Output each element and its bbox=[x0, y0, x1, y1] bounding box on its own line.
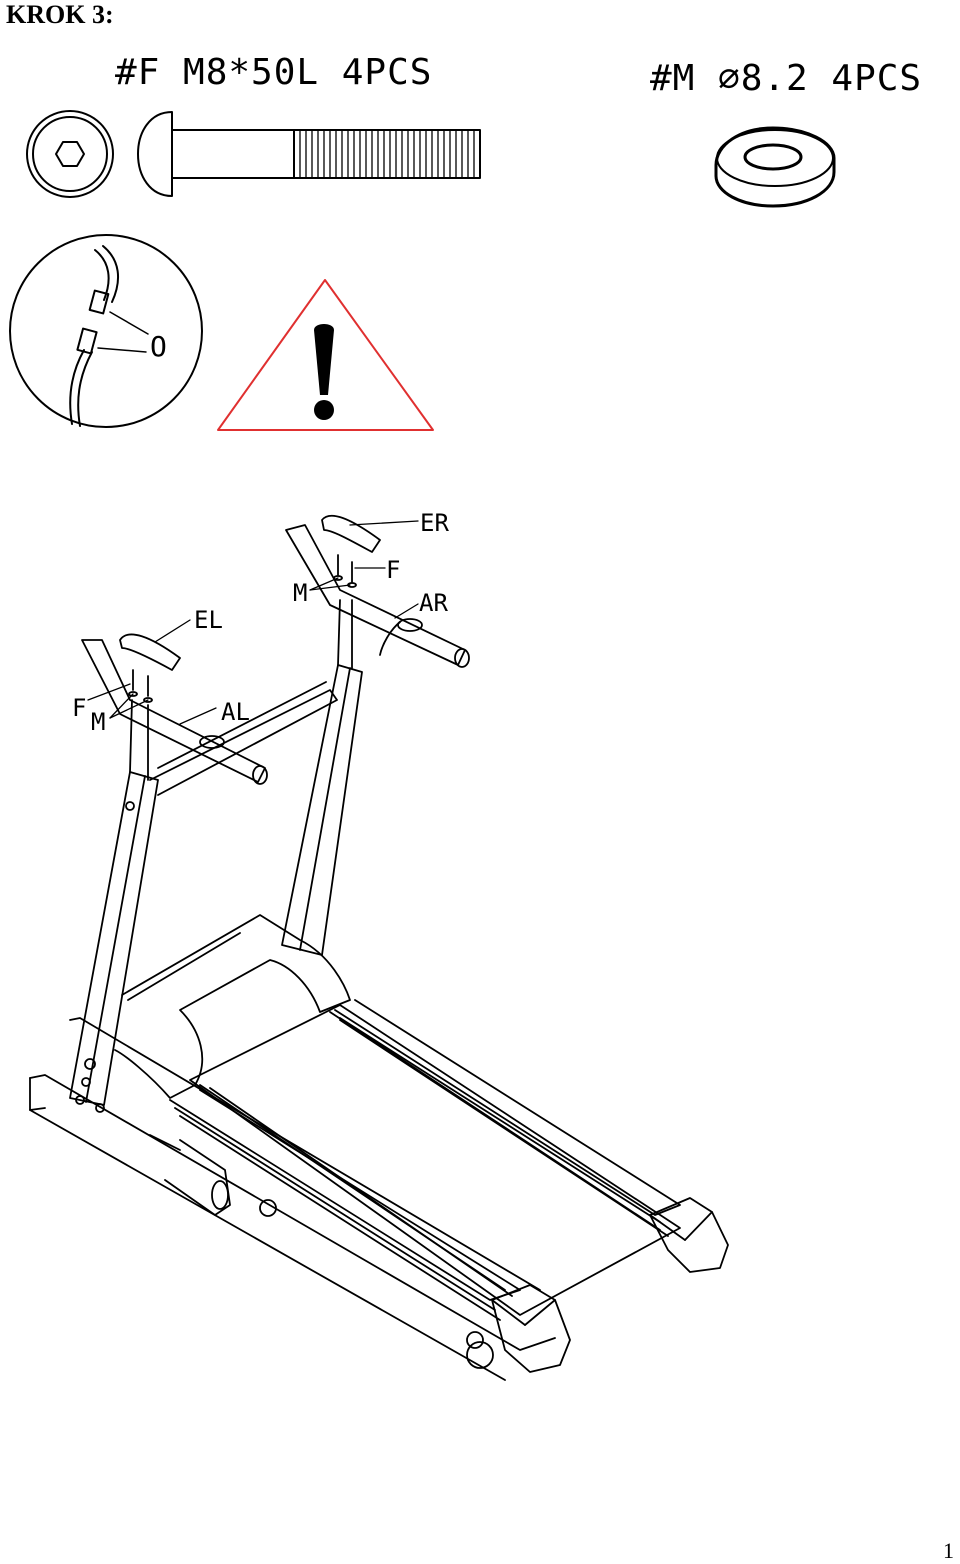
bolt-part-label: #F M8*50L 4PCS bbox=[115, 52, 433, 93]
label-ar: AR bbox=[419, 589, 448, 617]
treadmill-drawing bbox=[29, 514, 729, 1381]
washer-part-label: #M ∅8.2 4PCS bbox=[650, 58, 923, 99]
label-al: AL bbox=[221, 698, 250, 726]
label-er: ER bbox=[420, 509, 449, 537]
bolt-side-view bbox=[137, 111, 481, 197]
page-number: 1 bbox=[943, 1538, 954, 1563]
washer-icon bbox=[714, 126, 836, 208]
label-f-left: F bbox=[72, 694, 86, 722]
cable-connector-detail bbox=[9, 234, 203, 428]
label-f-right: F bbox=[386, 556, 400, 584]
warning-triangle-icon bbox=[217, 279, 434, 431]
label-m-right: M bbox=[293, 579, 307, 607]
connector-label: O bbox=[150, 330, 167, 363]
label-el: EL bbox=[194, 606, 223, 634]
bolt-head-end-view bbox=[26, 110, 114, 198]
step-title: KROK 3: bbox=[6, 0, 114, 29]
label-m-left: M bbox=[91, 708, 105, 736]
